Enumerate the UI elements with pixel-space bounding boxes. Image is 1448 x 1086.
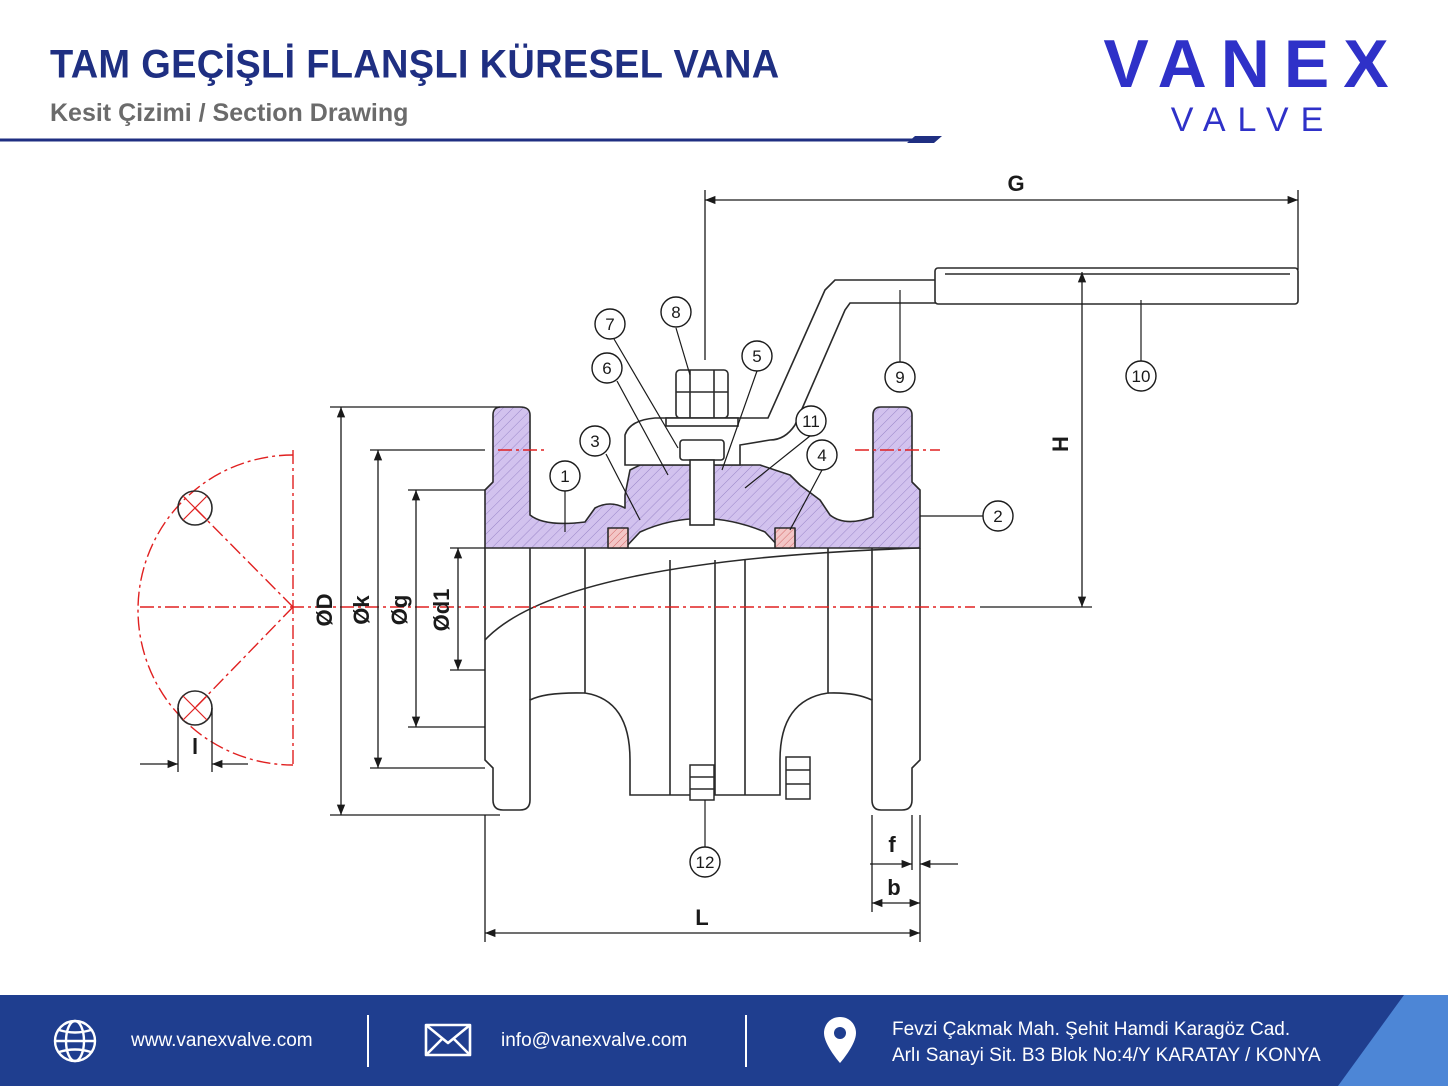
brand-subname: VALVE [1170, 101, 1336, 139]
footer-bar: www.vanexvalve.com info@vanexvalve.com F… [0, 995, 1448, 1086]
balloon-6: 6 [591, 352, 623, 384]
svg-text:9: 9 [895, 368, 904, 387]
dimension-lines [140, 190, 1299, 942]
bolt-holes [177, 490, 213, 726]
svg-text:3: 3 [590, 432, 599, 451]
email-link[interactable]: info@vanexvalve.com [501, 1030, 688, 1051]
svg-text:11: 11 [802, 412, 820, 431]
balloon-7: 7 [594, 308, 626, 340]
svg-text:2: 2 [993, 507, 1002, 526]
footer-separator-2 [745, 1015, 747, 1067]
balloon-10: 10 [1125, 360, 1157, 392]
balloon-4: 4 [806, 439, 838, 471]
part-balloons: 1 2 3 4 5 6 7 8 9 10 11 12 [549, 296, 1157, 878]
dim-f: f [888, 832, 896, 857]
website-link[interactable]: www.vanexvalve.com [131, 1030, 313, 1051]
envelope-icon [424, 1023, 472, 1057]
balloon-12: 12 [689, 846, 721, 878]
svg-text:12: 12 [696, 853, 715, 872]
dim-d1: Ød1 [429, 589, 454, 632]
balloon-2: 2 [982, 500, 1014, 532]
svg-text:7: 7 [605, 315, 614, 334]
part-leaders [564, 290, 1142, 847]
svg-text:4: 4 [817, 446, 826, 465]
footer-separator [367, 1015, 369, 1067]
brand-name: VANEX [1103, 26, 1403, 102]
page-subtitle: Kesit Çizimi / Section Drawing [50, 99, 409, 127]
dim-L: L [695, 905, 708, 930]
balloon-9: 9 [884, 361, 916, 393]
address-line-2: Arlı Sanayi Sit. B3 Blok No:4/Y KARATAY … [892, 1045, 1321, 1066]
dim-D: ØD [312, 594, 337, 627]
balloon-11: 11 [795, 405, 827, 437]
svg-text:1: 1 [560, 467, 569, 486]
brand-logo: VANEX VALVE [1088, 30, 1418, 140]
balloon-5: 5 [741, 340, 773, 372]
svg-text:10: 10 [1132, 367, 1151, 386]
svg-text:8: 8 [671, 303, 680, 322]
dim-l: l [192, 734, 198, 759]
balloon-3: 3 [579, 425, 611, 457]
dim-G: G [1007, 171, 1024, 196]
svg-text:5: 5 [752, 347, 761, 366]
svg-text:6: 6 [602, 359, 611, 378]
dimension-labels: G H L f b l ØD Øk Øg Ød1 [192, 171, 1073, 930]
section-drawing: G H L f b l ØD Øk Øg Ød1 1 2 3 4 5 6 7 8… [0, 136, 1299, 942]
footer-accent-stripe [1338, 995, 1448, 1086]
location-pin-icon [824, 1017, 856, 1063]
balloon-1: 1 [549, 460, 581, 492]
dim-k: Øk [349, 595, 374, 625]
page-title: TAM GEÇİŞLİ FLANŞLI KÜRESEL VANA [50, 42, 780, 88]
dim-H: H [1048, 436, 1073, 452]
address-line-1: Fevzi Çakmak Mah. Şehit Hamdi Karagöz Ca… [892, 1019, 1291, 1040]
dim-b: b [887, 875, 900, 900]
center-lines [137, 449, 975, 766]
bottom-bolts [689, 756, 811, 801]
globe-icon [53, 1019, 97, 1063]
balloon-8: 8 [660, 296, 692, 328]
header-underline [0, 136, 942, 143]
dim-g: Øg [387, 595, 412, 626]
stem-and-handle [624, 267, 1299, 526]
